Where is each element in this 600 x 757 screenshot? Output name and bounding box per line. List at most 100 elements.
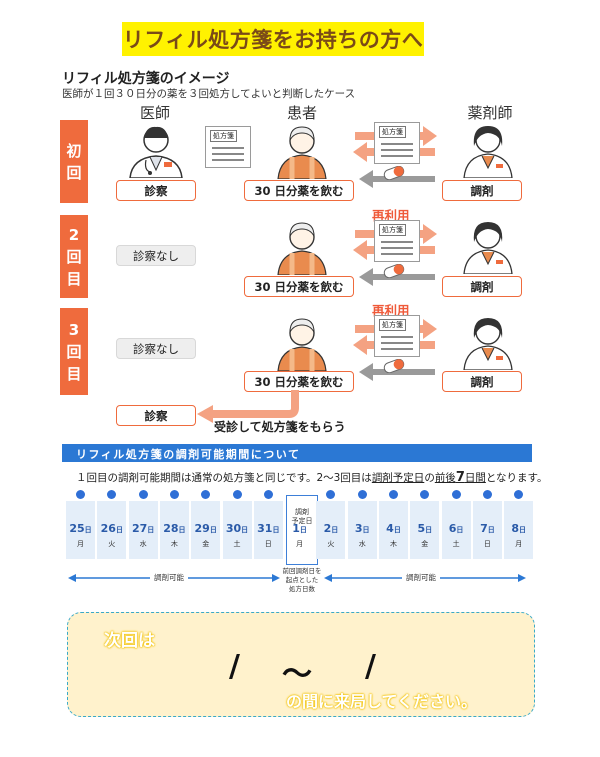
doctor-box-row1: 診察	[116, 180, 196, 201]
range-label-right: 調剤可能	[402, 572, 440, 583]
day-dot	[201, 490, 211, 499]
calendar-day-cell	[441, 501, 471, 559]
calendar-day-number: 25日	[69, 522, 92, 535]
calendar-day-cell	[472, 501, 502, 559]
prescription-doc-2: 処方箋	[374, 122, 420, 164]
prescription-doc-4: 処方箋	[374, 315, 420, 357]
calendar-day-cell	[66, 501, 95, 559]
pharmacist-box-row2: 調剤	[442, 276, 522, 297]
role-patient: 患者	[286, 104, 317, 122]
day-dot	[420, 490, 430, 499]
calendar-day-number: 29日	[194, 522, 217, 535]
calendar-day-number: 27日	[131, 522, 155, 535]
day-dot	[138, 490, 148, 499]
role-doctor: 医師	[139, 104, 170, 122]
period-section-bar: リフィル処方箋の調剤可能期間について	[62, 444, 532, 462]
calendar-day-number: 28日	[163, 522, 186, 535]
prescription-doc-1: 処方箋	[205, 126, 251, 168]
reuse-label-row2: 再利用	[372, 208, 410, 223]
pill-icon	[383, 359, 405, 373]
return-caption: 受診して処方箋をもらう	[214, 420, 346, 434]
pharmacist-box-row3: 調剤	[442, 371, 522, 392]
period-section-title: リフィル処方箋の調剤可能期間について	[76, 448, 301, 461]
calendar-day-cell	[191, 501, 221, 559]
calendar-weekday: 月	[296, 540, 304, 548]
calendar-day-number: 26日	[100, 522, 123, 535]
calendar-weekday: 木	[170, 540, 178, 548]
calendar-weekday: 日	[483, 540, 491, 548]
patient-illustration-1	[277, 126, 327, 179]
calendar-day-number: 8日	[511, 522, 527, 535]
page-title: リフィル処方箋をお持ちの方へ	[122, 28, 424, 52]
day-dot	[169, 490, 179, 499]
calendar-weekday: 土	[452, 540, 460, 548]
calendar-day-number: 1日	[292, 522, 307, 535]
range-label-left: 調剤可能	[150, 572, 188, 583]
day-dot	[482, 490, 492, 499]
calendar-day-cell	[316, 501, 346, 559]
calendar-day-number: 4日	[386, 522, 401, 535]
pharmacist-illustration-3	[463, 318, 513, 370]
pharmacist-illustration-1	[463, 126, 513, 178]
day-dot	[514, 490, 524, 499]
calendar-day-cell	[410, 501, 440, 559]
calendar-weekday: 金	[421, 540, 429, 548]
date-tilde: ～	[282, 657, 312, 692]
pharmacist-box-row1: 調剤	[442, 180, 522, 201]
next-visit-instruction: の間に来局してください。	[286, 692, 478, 711]
calendar-weekday: 火	[108, 540, 116, 548]
day-dot	[326, 490, 336, 499]
day-dot	[232, 490, 242, 499]
calendar-weekday: 水	[139, 540, 147, 548]
calendar-weekday: 火	[327, 540, 335, 548]
calendar-day-cell	[128, 501, 158, 559]
calendar-day-cell	[347, 501, 377, 559]
reuse-label-row3: 再利用	[372, 303, 410, 318]
doctor-box-row2: 診察なし	[116, 245, 196, 266]
day-dot	[451, 490, 461, 499]
day-dot	[107, 490, 117, 499]
doctor-box-row3: 診察なし	[116, 338, 196, 359]
calendar-weekday: 土	[233, 540, 241, 548]
row-tab-first: 初回	[60, 120, 88, 203]
calendar-weekday: 月	[515, 540, 523, 548]
patient-illustration-3	[277, 318, 327, 371]
day-dot	[389, 490, 398, 499]
next-visit-title: 次回は	[104, 631, 155, 651]
day-dot	[263, 490, 273, 499]
calendar-day-cell	[253, 501, 283, 559]
calendar-day-number: 3日	[354, 522, 370, 535]
pill-icon	[383, 264, 405, 278]
prescription-doc-3: 処方箋	[374, 220, 420, 262]
image-section-description: 医師が１回３０日分の薬を３回処方してよいと判断したケース	[62, 88, 356, 100]
calendar-day-cell	[159, 501, 189, 559]
calendar-weekday: 木	[390, 540, 397, 548]
patient-box-row3: 30 日分薬を飲む	[244, 371, 354, 392]
period-note: １回目の調剤可能期間は通常の処方箋と同じです。2～3回目は調剤予定日の前後7日間…	[76, 470, 548, 485]
image-section-heading: リフィル処方箋のイメージ	[62, 71, 230, 87]
next-visit-box	[67, 612, 535, 717]
calendar-day-number: 31日	[257, 522, 280, 535]
patient-box-row1: 30 日分薬を飲む	[244, 180, 354, 201]
return-arrow	[197, 390, 299, 423]
pharmacist-illustration-2	[463, 222, 513, 274]
page-title-banner: リフィル処方箋をお持ちの方へ	[122, 22, 424, 56]
date-slash-1: /	[229, 649, 240, 684]
calendar-day-number: 7日	[480, 522, 495, 535]
day-dot	[357, 490, 367, 499]
center-note: 前回調剤日を起点とした処方日数	[282, 567, 322, 593]
calendar-weekday: 水	[358, 540, 366, 548]
calendar-day-number: 6日	[448, 522, 464, 535]
calendar-day-cell	[379, 501, 408, 559]
patient-illustration-2	[277, 222, 327, 275]
day-dot	[76, 490, 85, 499]
calendar-day-number: 2日	[323, 522, 339, 535]
patient-box-row2: 30 日分薬を飲む	[244, 276, 354, 297]
return-doctor-box: 診察	[116, 405, 196, 426]
calendar-day-cell	[97, 501, 127, 559]
calendar-day-cell	[222, 501, 252, 559]
calendar-day-number: 30日	[225, 522, 249, 535]
role-pharmacist: 薬剤師	[467, 104, 513, 122]
